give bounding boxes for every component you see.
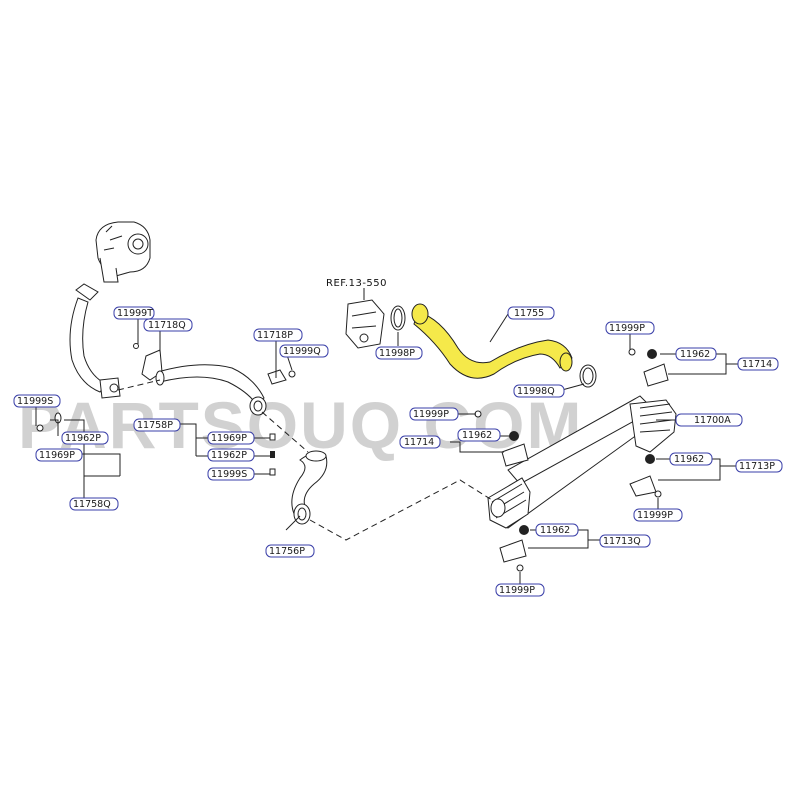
label-11969p-mid[interactable]: 11969P — [207, 431, 255, 445]
label-11999p-upper[interactable]: 11999P — [605, 321, 655, 335]
label-11969p-left[interactable]: 11969P — [35, 448, 83, 462]
grommet-11962-lower — [519, 525, 529, 535]
turbocharger-part — [95, 221, 151, 283]
label-11713q[interactable]: 11713Q — [599, 534, 651, 548]
reference-label: REF.13-550 — [326, 278, 387, 289]
hose-11755-highlighted — [411, 303, 573, 379]
label-11999p-lower[interactable]: 11999P — [495, 583, 545, 597]
label-11700a[interactable]: 11700A — [675, 413, 743, 427]
clamp-11998p-inner — [393, 308, 403, 328]
svg-text:11999P: 11999P — [499, 585, 535, 596]
grommet-11962-mid — [509, 431, 519, 441]
watermark: PARTSOUQ.COM — [18, 388, 583, 462]
svg-text:11999P: 11999P — [637, 510, 673, 521]
bolt-11999s-mid — [269, 468, 276, 476]
bracket-11713p — [629, 475, 657, 497]
label-11714-mid[interactable]: 11714 — [399, 435, 441, 449]
svg-text:11758Q: 11758Q — [73, 499, 111, 510]
label-11755[interactable]: 11755 — [507, 306, 555, 320]
svg-text:11969P: 11969P — [211, 433, 247, 444]
svg-text:11999P: 11999P — [609, 323, 645, 334]
svg-text:11998Q: 11998Q — [517, 386, 555, 397]
svg-text:11969P: 11969P — [39, 450, 75, 461]
label-11999q[interactable]: 11999Q — [279, 344, 329, 358]
svg-text:11756P: 11756P — [269, 546, 305, 557]
dash-link-1 — [117, 379, 161, 391]
label-11962p-mid[interactable]: 11962P — [207, 448, 255, 462]
hose-11756p — [291, 450, 328, 525]
label-11962p-left[interactable]: 11962P — [61, 431, 109, 445]
bolt-11999p-lower — [516, 564, 524, 572]
svg-text:11999S: 11999S — [211, 469, 247, 480]
middle-pipe-11758p — [155, 364, 267, 416]
label-11962-right[interactable]: 11962 — [669, 452, 713, 466]
svg-text:11755: 11755 — [514, 308, 544, 319]
svg-text:11713Q: 11713Q — [603, 536, 641, 547]
clamp-11962p-mid — [270, 451, 275, 458]
svg-text:11713P: 11713P — [739, 461, 775, 472]
dash-link-3 — [309, 479, 493, 541]
label-11999p-right[interactable]: 11999P — [633, 508, 683, 522]
svg-text:11999S: 11999S — [17, 396, 53, 407]
label-11962-upper[interactable]: 11962 — [675, 347, 717, 361]
bolt-11999p-upper — [628, 348, 636, 356]
svg-text:11962: 11962 — [674, 454, 704, 465]
leader-lines — [35, 288, 738, 584]
svg-text:11962: 11962 — [462, 430, 492, 441]
svg-text:11962P: 11962P — [65, 433, 101, 444]
svg-text:11718Q: 11718Q — [148, 320, 186, 331]
label-11999p-mid[interactable]: 11999P — [409, 407, 459, 421]
grommet-11962-upper — [647, 349, 657, 359]
clamp-11998q-inner — [582, 367, 594, 385]
svg-text:11758P: 11758P — [137, 420, 173, 431]
svg-text:11998P: 11998P — [379, 348, 415, 359]
bracket-11713q — [499, 539, 527, 563]
label-11999s-left[interactable]: 11999S — [13, 394, 61, 408]
bolt-11999s-left — [36, 424, 44, 432]
label-11758q[interactable]: 11758Q — [69, 497, 119, 511]
svg-text:11700A: 11700A — [694, 415, 731, 426]
intercooler-11700a — [487, 395, 677, 529]
svg-text:11714: 11714 — [404, 437, 434, 448]
bolt-11999p-right — [654, 490, 662, 498]
label-11999t[interactable]: 11999T — [113, 306, 155, 320]
label-11718p[interactable]: 11718P — [253, 328, 303, 342]
label-11999s-mid[interactable]: 11999S — [207, 467, 255, 481]
label-11998p[interactable]: 11998P — [375, 346, 423, 360]
svg-text:11714: 11714 — [742, 359, 772, 370]
label-11713p[interactable]: 11713P — [735, 459, 783, 473]
grommet-11962-right — [645, 454, 655, 464]
label-11962-mid[interactable]: 11962 — [457, 428, 501, 442]
label-11998q[interactable]: 11998Q — [513, 384, 565, 398]
svg-text:11999T: 11999T — [117, 308, 153, 319]
bracket-11714-upper — [643, 363, 669, 387]
svg-text:11962: 11962 — [680, 349, 710, 360]
svg-text:11718P: 11718P — [257, 330, 293, 341]
svg-text:11999Q: 11999Q — [283, 346, 321, 357]
svg-text:11962: 11962 — [540, 525, 570, 536]
dash-link-2 — [261, 411, 309, 453]
bracket-11718p — [267, 369, 296, 385]
svg-text:11962P: 11962P — [211, 450, 247, 461]
left-intake-pipe — [69, 283, 121, 399]
label-11718q[interactable]: 11718Q — [143, 318, 193, 332]
label-11758p[interactable]: 11758P — [133, 418, 181, 432]
svg-text:11999P: 11999P — [413, 409, 449, 420]
label-11714-upper[interactable]: 11714 — [737, 357, 779, 371]
label-11756p[interactable]: 11756P — [265, 544, 315, 558]
label-11962-lower[interactable]: 11962 — [535, 523, 579, 537]
clamp-11969p-mid — [269, 433, 276, 441]
actuator-ref-13-550 — [345, 299, 385, 349]
bracket-11714-mid — [501, 443, 529, 467]
